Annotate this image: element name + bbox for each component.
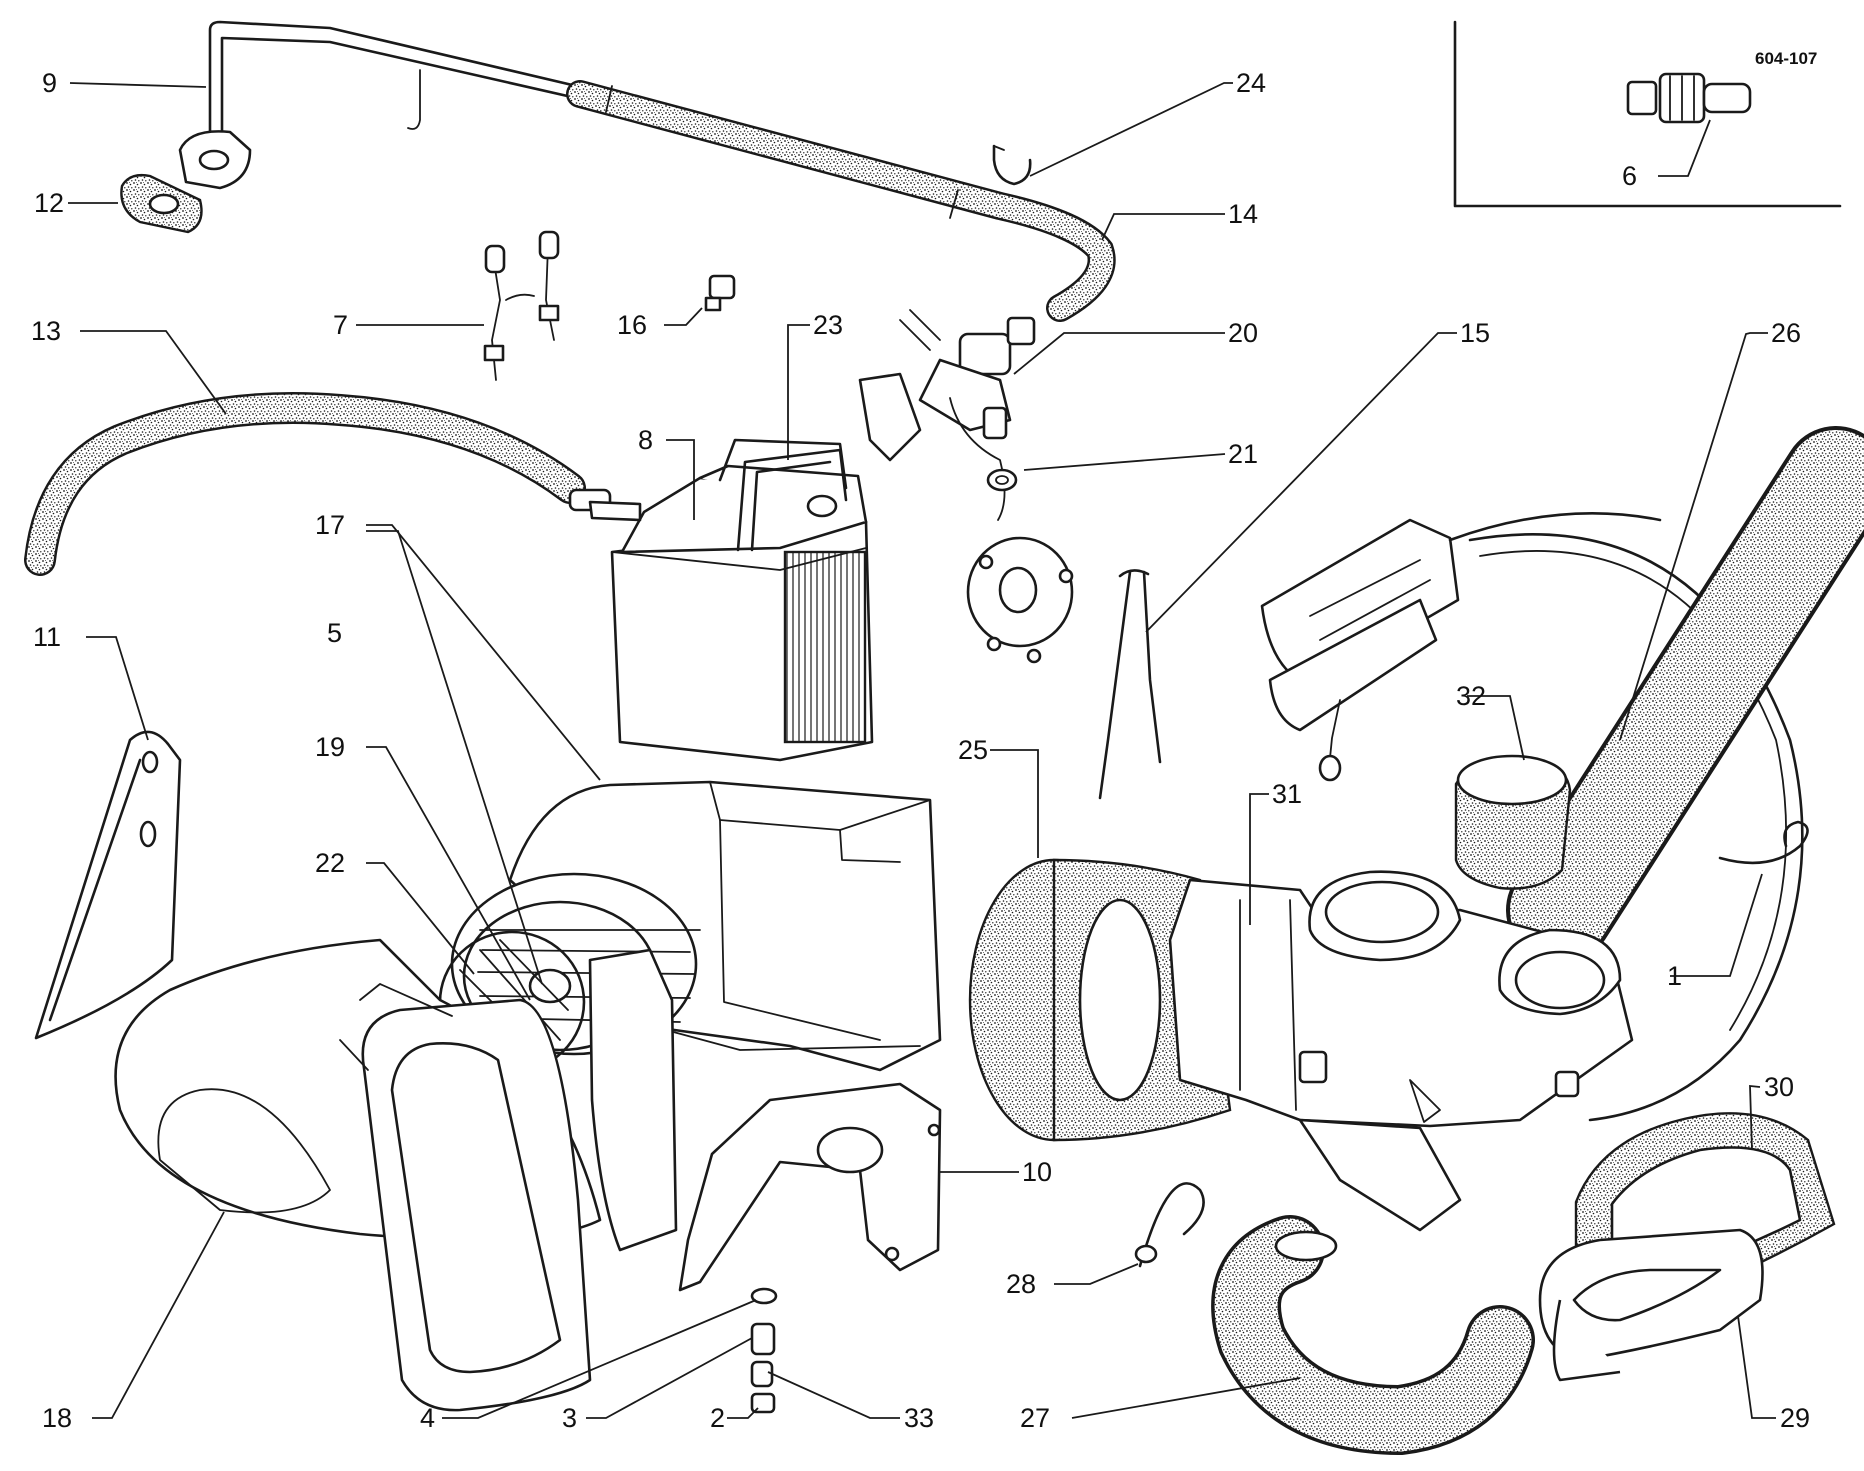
part-23-retaining-strap: [736, 448, 848, 552]
callout-3: 3: [562, 1403, 577, 1433]
part-8-heater-matrix: [588, 438, 874, 762]
part-28-hose-clip: [1134, 1182, 1205, 1268]
callout-26: 26: [1771, 318, 1801, 348]
callout-7: 7: [333, 310, 348, 340]
part-4-washer: [750, 1287, 778, 1305]
callout-19: 19: [315, 732, 345, 762]
callout-16: 16: [617, 310, 647, 340]
part-26-air-duct: [1468, 426, 1864, 1122]
callout-2: 2: [710, 1403, 725, 1433]
part-20-water-valve: [858, 309, 1036, 521]
callout-12: 12: [34, 188, 64, 218]
callout-6: 6: [1622, 161, 1637, 191]
callout-22: 22: [315, 848, 345, 878]
part-24-hose-clip: [992, 144, 1032, 186]
housing-side-frame: [339, 948, 678, 1252]
callout-24: 24: [1236, 68, 1266, 98]
callout-9: 9: [42, 68, 57, 98]
callout-31: 31: [1272, 779, 1302, 809]
callout-25: 25: [958, 735, 988, 765]
part-16-bleed-screw: [704, 274, 736, 312]
control-cable-loop: [966, 536, 1074, 664]
part-14-upper-hose: [566, 80, 1116, 322]
leader-lines: [68, 82, 1776, 1419]
callout-4: 4: [420, 1403, 435, 1433]
part-9-coolant-pipe: [178, 20, 587, 190]
part-3-rubber-mount: [750, 1322, 776, 1356]
callout-8: 8: [638, 425, 653, 455]
callout-20: 20: [1228, 318, 1258, 348]
part-32-rubber-sleeve: [1454, 754, 1572, 890]
part-6-sender-unit: [1626, 72, 1752, 124]
callout-32: 32: [1456, 681, 1486, 711]
callout-1: 1: [1667, 961, 1682, 991]
callout-30: 30: [1764, 1072, 1794, 1102]
part-17-blower-housing: [508, 780, 942, 1072]
callout-33: 33: [904, 1403, 934, 1433]
callout-15: 15: [1460, 318, 1490, 348]
part-21-o-ring: [986, 468, 1018, 492]
callout-5: 5: [327, 618, 342, 648]
callout-28: 28: [1006, 1269, 1036, 1299]
callout-17: 17: [315, 510, 345, 540]
air-inlet-cover: [361, 998, 592, 1412]
inset-code: 604-107: [1755, 49, 1817, 68]
callout-23: 23: [813, 310, 843, 340]
callout-labels: 1 2 3 4 5 6 7 8 9 10 11 12 13 14 15 16 1…: [31, 68, 1810, 1433]
part-2-nut: [750, 1392, 776, 1414]
part-7-wire-connectors: [483, 230, 560, 381]
inset-frame: 604-107: [1453, 20, 1842, 208]
part-10-mounting-bracket: [678, 1082, 942, 1292]
callout-10: 10: [1022, 1157, 1052, 1187]
part-15-retaining-clip: [1098, 569, 1162, 800]
part-11-bracket: [34, 730, 182, 1040]
callout-21: 21: [1228, 439, 1258, 469]
callout-11: 11: [33, 622, 61, 652]
callout-13: 13: [31, 316, 61, 346]
part-27-elbow-hose: [1211, 1215, 1535, 1456]
part-31-distribution-box: [1168, 870, 1634, 1232]
part-33-spacer: [750, 1360, 774, 1388]
part-13-lower-hose: [24, 392, 612, 576]
control-lever-assembly: [1260, 512, 1662, 782]
part-29-vent-outlet: [1538, 1228, 1764, 1382]
callout-18: 18: [42, 1403, 72, 1433]
part-1-hose-clamp: [1718, 820, 1809, 865]
callout-27: 27: [1020, 1403, 1050, 1433]
part-12-gasket: [120, 173, 203, 234]
callout-14: 14: [1228, 199, 1258, 229]
callout-29: 29: [1780, 1403, 1810, 1433]
